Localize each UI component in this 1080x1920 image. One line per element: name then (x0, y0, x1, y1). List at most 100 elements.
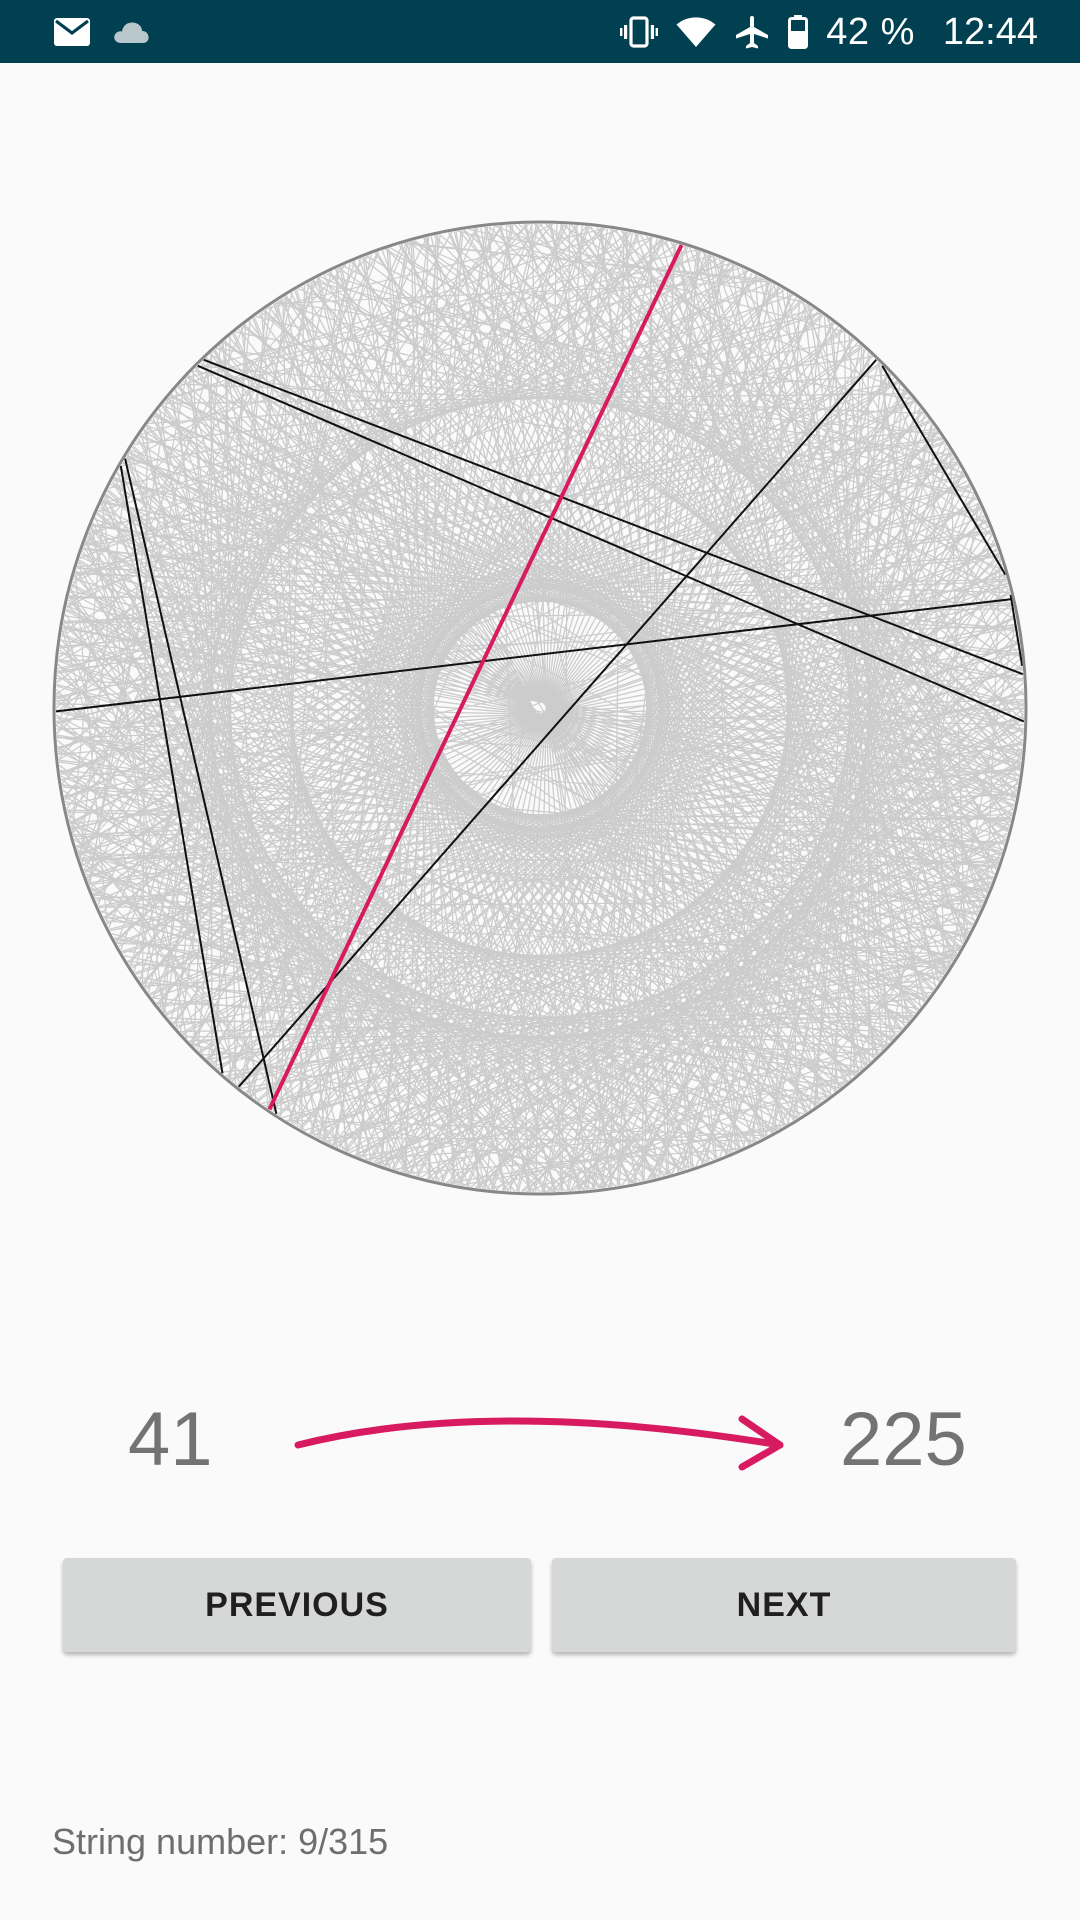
completed-string (70, 625, 1018, 829)
completed-string (128, 451, 945, 975)
completed-string (263, 1104, 637, 1183)
completed-string (269, 232, 631, 1110)
completed-string (80, 556, 947, 972)
completed-string (712, 255, 863, 1070)
completed-string (949, 451, 966, 941)
completed-string (229, 956, 955, 1080)
status-left-icons (54, 14, 150, 50)
completed-string (548, 948, 961, 1193)
completed-string (55, 324, 246, 727)
vibrate-icon (620, 16, 659, 48)
completed-string (83, 437, 943, 547)
completed-string (587, 225, 993, 536)
completed-string (213, 350, 646, 1181)
battery-percent: 42 % (826, 11, 915, 53)
clock: 12:44 (942, 11, 1038, 53)
airplane-icon (736, 16, 769, 49)
recent-string (237, 359, 877, 1088)
completed-string (239, 223, 533, 1088)
completed-string (71, 254, 370, 588)
completed-string (276, 301, 487, 1190)
completed-string (406, 1148, 740, 1174)
recent-string (55, 598, 1012, 713)
completed-string (273, 267, 339, 1113)
completed-string (267, 547, 998, 1109)
completed-string (66, 223, 530, 609)
completed-string (180, 1015, 914, 1033)
string-art-board (52, 220, 1028, 1196)
completed-string (192, 370, 974, 494)
completed-string (98, 899, 985, 908)
completed-string (489, 226, 530, 1192)
completed-string (57, 474, 965, 670)
wifi-icon (676, 17, 716, 47)
completed-string (364, 1129, 777, 1160)
status-bar: 42 % 12:44 (0, 0, 1080, 63)
completed-string (631, 503, 980, 1184)
completed-string (463, 229, 958, 955)
completed-string (702, 251, 990, 528)
completed-string (55, 714, 812, 1110)
completed-string (266, 227, 606, 310)
completed-string (216, 347, 998, 867)
completed-string (73, 312, 821, 578)
completed-string (88, 532, 381, 1165)
completed-string (228, 241, 412, 1080)
completed-string (569, 456, 955, 1192)
completed-string (317, 277, 1023, 755)
completed-string (56, 276, 321, 735)
completed-string (684, 373, 891, 1170)
completed-string (680, 244, 765, 1138)
completed-string (574, 820, 1012, 1192)
completed-string (561, 224, 571, 1192)
completed-string (518, 224, 1007, 579)
completed-string (56, 707, 1025, 739)
completed-string (170, 254, 373, 1022)
completed-string (70, 587, 243, 1090)
completed-string (62, 624, 1002, 854)
completed-string (826, 318, 1023, 662)
current-string-line (267, 244, 684, 1111)
completed-string (70, 826, 556, 1193)
completed-string (707, 254, 736, 1151)
recent-string (119, 465, 224, 1074)
next-button[interactable]: NEXT (552, 1558, 1016, 1652)
completed-string (81, 408, 922, 866)
completed-string (177, 229, 618, 388)
completed-string (182, 1033, 604, 1189)
completed-string (207, 262, 351, 1061)
completed-string (57, 277, 763, 663)
completed-string (450, 227, 603, 1184)
completed-string (59, 264, 737, 650)
completed-string (357, 1080, 849, 1157)
step-indicator: 41 225 (0, 1385, 1080, 1495)
to-nail-number: 225 (840, 1397, 967, 1482)
completed-string (60, 771, 908, 1024)
completed-string (325, 273, 964, 474)
completed-string (55, 692, 672, 1175)
completed-string (650, 414, 926, 1180)
completed-string (610, 231, 625, 1187)
completed-string (213, 876, 994, 1067)
completed-string (486, 395, 911, 1190)
completed-strings (55, 223, 1025, 1193)
completed-string (296, 242, 408, 1127)
completed-string (772, 423, 933, 1133)
completed-string (986, 558, 1001, 894)
completed-string (447, 1127, 781, 1184)
battery-icon (788, 15, 809, 49)
recent-strings (55, 358, 1025, 1115)
completed-string (89, 399, 168, 886)
completed-string (55, 257, 719, 695)
completed-string (839, 750, 1023, 1088)
completed-string (162, 404, 1016, 798)
completed-string (60, 778, 605, 1189)
completed-string (140, 267, 742, 435)
completed-string (119, 467, 410, 1175)
previous-button[interactable]: PREVIOUS (63, 1558, 531, 1652)
completed-string (114, 477, 1017, 798)
completed-string (68, 251, 379, 821)
completed-string (310, 281, 347, 1152)
completed-string (883, 367, 1025, 720)
completed-string (86, 651, 1021, 878)
